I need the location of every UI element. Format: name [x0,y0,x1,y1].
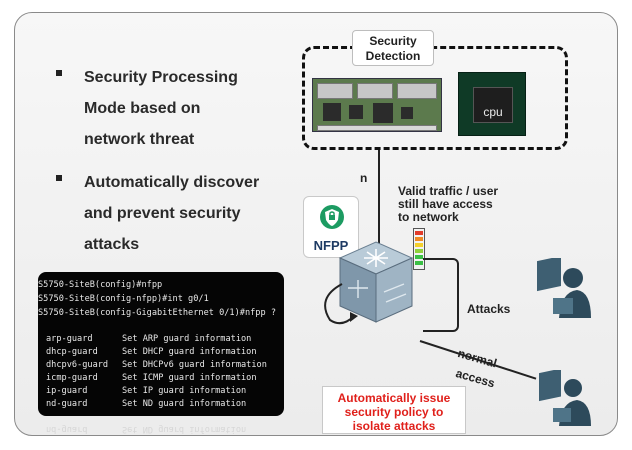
attacks-label: Attacks [467,302,511,316]
terminal-cmd: dhcp-guard [46,347,98,357]
bullet-list: Security Processing Mode based on networ… [50,62,280,272]
nfpp-shield-icon [320,205,344,229]
connection-line [378,150,380,246]
bullet-marker [56,175,62,181]
terminal-line: S5750-SiteB(config)#nfpp [38,280,163,290]
terminal-cmd: icmp-guard [46,373,98,383]
terminal-reflection: nd-guard Set ND guard information [38,416,284,436]
nfpp-badge: NFPP [303,196,359,258]
traffic-meter-icon [413,228,425,270]
auto-issue-policy-box: Automatically issue security policy to i… [322,386,466,434]
terminal-cmd: nd-guard [46,424,88,434]
cli-terminal: S5750-SiteB(config)#nfpp S5750-SiteB(con… [38,272,284,416]
security-detection-boundary [302,46,568,150]
terminal-cmd: nd-guard [46,399,88,409]
line-card-icon [312,78,442,132]
bullet-marker [56,70,62,76]
terminal-desc: Set ARP guard information [122,334,252,344]
nfpp-label: NFPP [313,238,349,253]
bullet-text: Security Processing Mode based on networ… [84,69,238,148]
terminal-line: S5750-SiteB(config-nfpp)#int g0/1 [38,294,209,304]
security-detection-label: Security Detection [352,30,434,66]
terminal-desc: Set DHCPv6 guard information [122,360,267,370]
cpu-icon: cpu [458,72,526,136]
terminal-desc: Set ICMP guard information [122,373,257,383]
terminal-desc: Set ND guard information [122,424,247,434]
bullet-text: Automatically discover and prevent secur… [84,174,260,253]
connection-label: n [360,171,368,185]
user-icon [537,258,591,318]
switch-icon [324,241,414,325]
user-icon [539,370,591,426]
terminal-line: S5750-SiteB(config-GigabitEthernet 0/1)#… [38,308,276,318]
cpu-label: cpu [473,87,513,123]
valid-traffic-text: Valid traffic / user still have access t… [398,184,499,224]
bullet-item: Security Processing Mode based on networ… [50,62,280,155]
bullet-item: Automatically discover and prevent secur… [50,167,280,260]
terminal-desc: Set ND guard information [122,399,247,409]
attack-loop-line [423,258,459,332]
terminal-cmd: ip-guard [46,386,88,396]
terminal-desc: Set DHCP guard information [122,347,257,357]
terminal-cmd: dhcpv6-guard [46,360,109,370]
terminal-desc: Set IP guard information [122,386,247,396]
terminal-cmd: arp-guard [46,334,93,344]
